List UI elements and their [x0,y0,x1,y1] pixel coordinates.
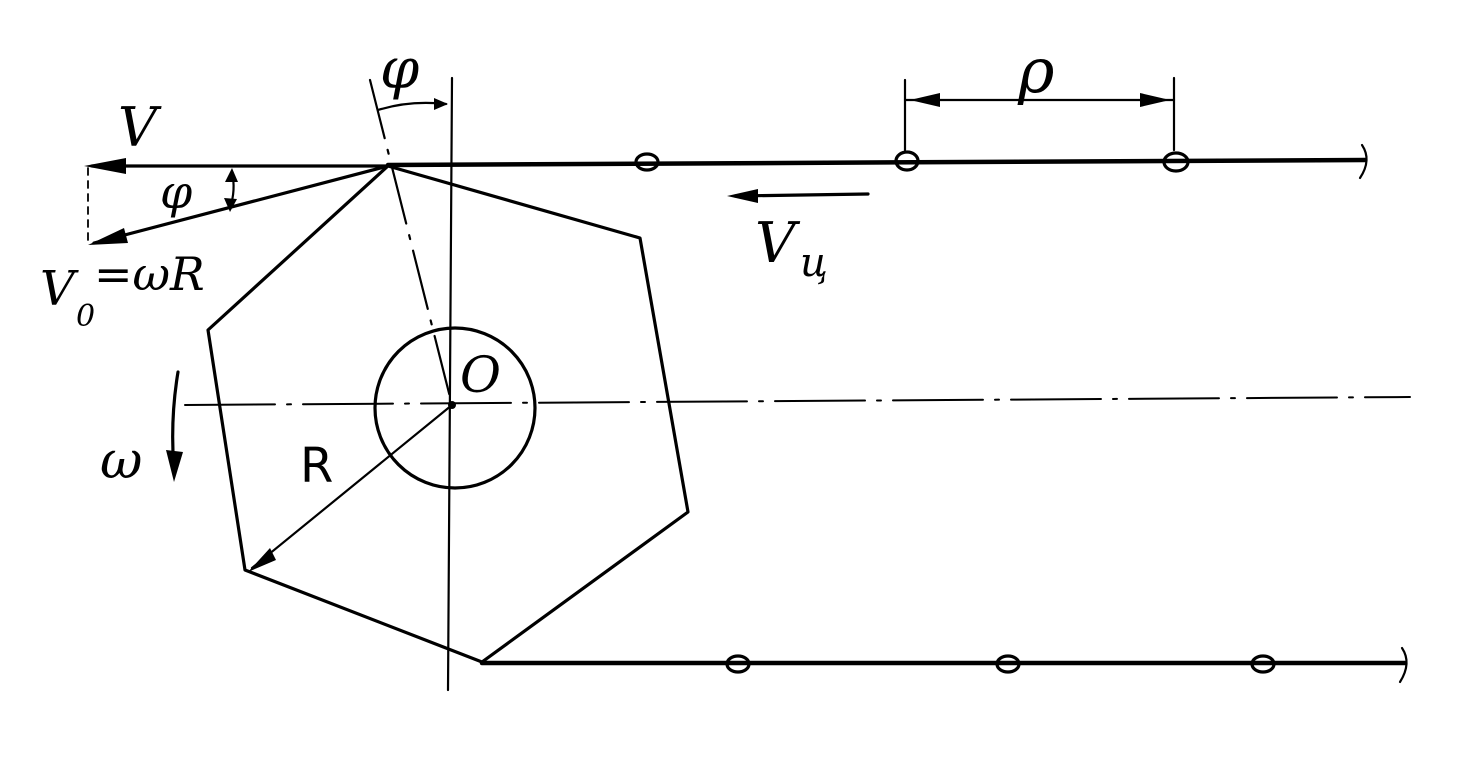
horizontal-center-axis [184,396,1411,406]
bottom-chain-link-3 [1250,654,1276,674]
label-omega: ω [100,431,142,491]
label-chain-velocity-group: V ц [755,211,828,286]
top-chain-link-3 [1162,151,1190,173]
bottom-chain-link-2 [995,654,1021,674]
angle-arc-left-head-bottom [224,198,237,212]
velocity-v0-line [92,164,390,245]
velocity-v0-arrowhead [88,228,128,245]
radius-arrowhead [248,548,276,572]
top-chain-line [385,157,1368,168]
label-chain-velocity: V [755,211,801,276]
label-v0-group: V 0 =ωR [40,247,205,334]
bottom-chain-link-1 [725,654,751,674]
inclined-radius-line [368,78,454,407]
chain-velocity-arrowhead [727,189,758,203]
label-rho: ρ [1017,34,1054,107]
label-o: O [460,346,501,404]
bottom-chain-end [1398,646,1408,684]
label-phi-left: φ [160,165,193,219]
angle-arc-top-head [434,98,448,110]
label-v0-equation: =ωR [94,247,205,301]
vertical-center-axis [446,76,454,692]
label-r: R [300,438,333,494]
angle-arc-left-head-top [225,168,238,182]
label-v: V [118,96,162,159]
hub-circle [373,326,537,490]
top-chain-link-1 [634,152,660,172]
pitch-arrowhead-left [910,93,940,107]
top-chain-end [1358,143,1368,180]
pitch-arrowhead-right [1140,93,1170,107]
velocity-v-arrowhead [84,158,126,174]
label-phi-top: φ [380,37,419,102]
top-chain-link-2 [894,150,920,172]
label-v0: V [40,261,79,317]
omega-arrowhead [166,450,183,482]
radius-arrow-line [250,403,454,570]
label-chain-velocity-subscript: ц [800,240,828,286]
label-v0-subscript: 0 [76,299,95,334]
